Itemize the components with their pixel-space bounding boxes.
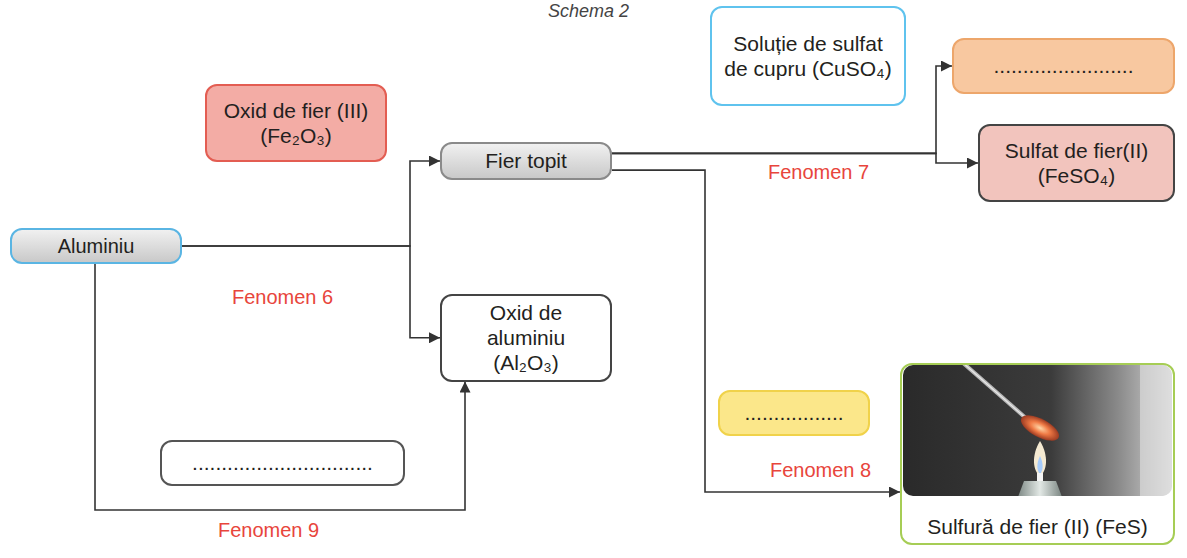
node-text: Oxid de fier (III) (Fe₂O₃)	[217, 98, 375, 148]
node-text: Soluție de sulfat de cupru (CuSO₄)	[722, 31, 894, 81]
reactant-box: Aluminiu	[10, 228, 182, 264]
product-box: Sulfat de fier(II) (FeSO₄)	[978, 124, 1175, 202]
schema-title: Schema 2	[548, 1, 629, 23]
connector-arrow	[612, 170, 900, 492]
node-text: ...............................	[192, 450, 373, 475]
reactant-box: Soluție de sulfat de cupru (CuSO₄)	[710, 6, 906, 106]
node-text: Aluminiu	[58, 234, 135, 258]
product-box: Oxid de aluminiu (Al₂O₃)	[440, 294, 612, 382]
node-text: Fier topit	[485, 148, 567, 173]
product-box: Fier topit	[440, 142, 612, 180]
blank-answer-box: .................	[718, 390, 870, 436]
connector-arrow	[95, 264, 465, 510]
connector-arrow	[182, 161, 440, 246]
phenomenon-label: Fenomen 7	[768, 160, 869, 184]
phenomenon-label: Fenomen 9	[218, 518, 319, 542]
phenomenon-label: Fenomen 8	[770, 458, 871, 482]
blank-answer-box: ...............................	[160, 440, 405, 486]
phenomenon-label: Fenomen 6	[232, 285, 333, 309]
connector-arrow	[182, 246, 440, 338]
reactant-box: Oxid de fier (III) (Fe₂O₃)	[205, 84, 387, 162]
node-text: Sulfură de fier (II) (FeS)	[927, 514, 1148, 539]
node-text: Sulfat de fier(II) (FeSO₄)	[990, 138, 1163, 188]
blank-answer-box: ........................	[952, 38, 1175, 94]
node-text: .................	[744, 400, 843, 425]
node-text: Oxid de aluminiu (Al₂O₃)	[452, 300, 600, 376]
product-photo-card: Sulfură de fier (II) (FeS)	[900, 363, 1175, 545]
node-text: ........................	[993, 53, 1133, 78]
